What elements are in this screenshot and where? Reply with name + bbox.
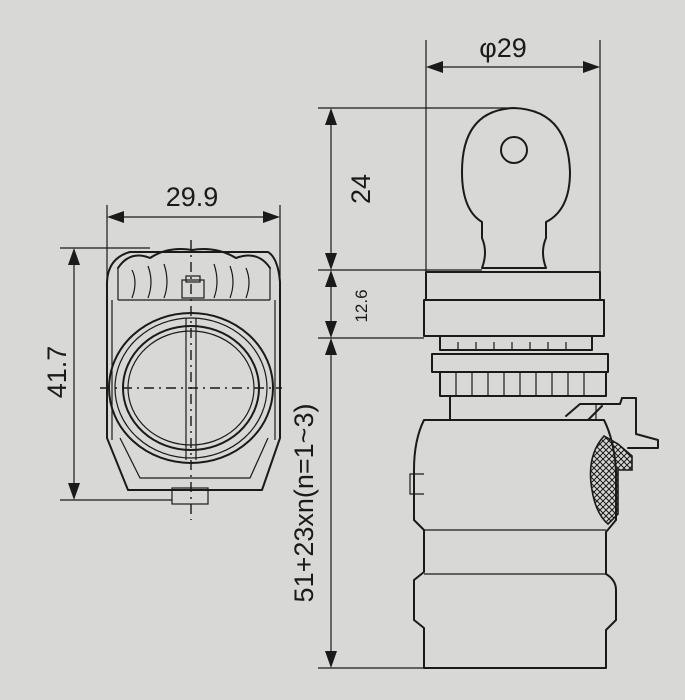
dimension-key-height: 24: [318, 107, 512, 271]
dimension-bezel-height: 12.6: [318, 270, 424, 339]
body-length-label: 51+23xn(n=1~3): [289, 404, 319, 603]
dimension-front-height: 41.7: [42, 247, 172, 501]
bezel-height-label: 12.6: [352, 289, 371, 322]
front-width-label: 29.9: [166, 182, 219, 212]
front-view: [100, 240, 282, 520]
dimension-body-length: 51+23xn(n=1~3): [289, 338, 424, 669]
side-view: [409, 107, 659, 669]
dimension-front-width: 29.9: [106, 182, 281, 282]
hatched-contact: [589, 434, 633, 526]
front-height-label: 41.7: [42, 346, 72, 399]
diameter-label: φ29: [479, 33, 527, 63]
dimension-diameter: φ29: [425, 33, 601, 272]
key-height-label: 24: [346, 174, 376, 204]
